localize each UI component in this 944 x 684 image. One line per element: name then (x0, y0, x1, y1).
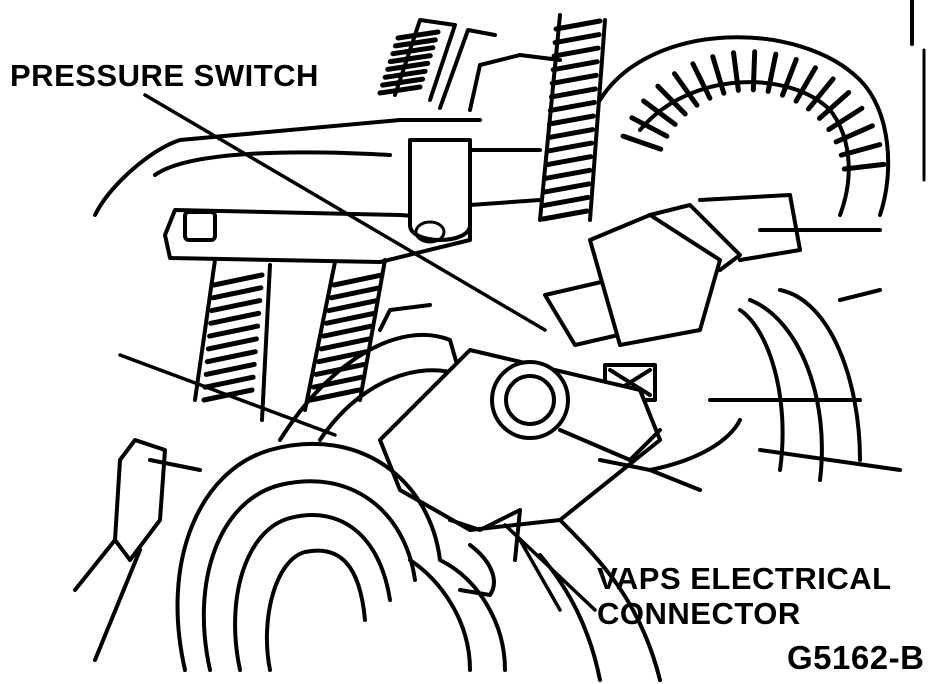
leader-lines (118, 93, 597, 612)
figure-id-label: G5162-B (787, 639, 925, 676)
pump-body (378, 348, 662, 562)
pressure-switch-label: PRESSURE SWITCH (10, 58, 319, 93)
hoses-lower (193, 258, 387, 422)
lower-left-bracket (73, 438, 202, 662)
pulley (175, 441, 507, 672)
frame-edge (910, 0, 926, 182)
vaps-connector-label-line2: CONNECTOR (597, 596, 801, 631)
hose-upper-left (377, 18, 497, 110)
hose-top-center (538, 13, 607, 222)
vaps-connector-label-line1: VAPS ELECTRICAL (597, 561, 892, 596)
hose-arch (598, 35, 891, 217)
switch-assembly (543, 193, 882, 402)
bracket (93, 53, 562, 264)
tube (278, 303, 462, 442)
